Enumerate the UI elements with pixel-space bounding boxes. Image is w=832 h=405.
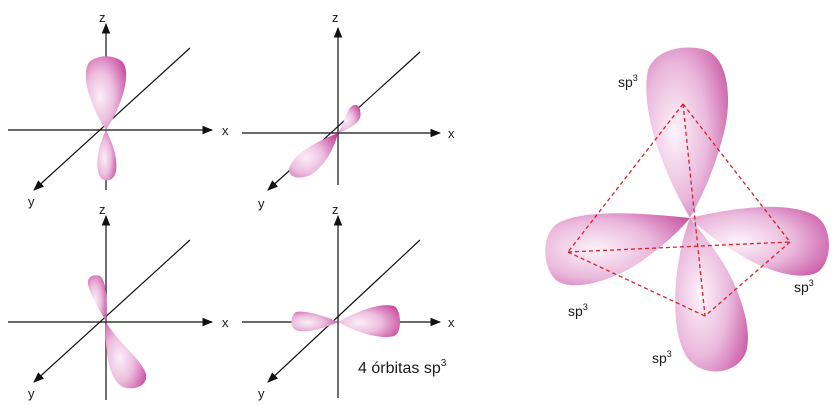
x-axis-label: x	[222, 315, 229, 330]
orbital-lobe-small	[338, 104, 361, 133]
z-axis-label: z	[332, 10, 339, 25]
z-axis-label: z	[99, 10, 106, 25]
orbital-panel-2: x z y	[242, 10, 455, 211]
orbital-lobe-large	[105, 322, 147, 389]
y-axis-label: y	[28, 194, 35, 209]
orbital-lobe-large	[289, 133, 338, 178]
orbital-lobe-large	[338, 305, 400, 338]
tetrahedron-edges	[567, 103, 791, 317]
orbital-panel-1: x z y	[8, 10, 229, 209]
hybrid-label-bottom: sp3	[652, 349, 672, 366]
orbital-panel-4: x z y	[242, 202, 455, 401]
sp3-tetrahedral-hybrid: sp3 sp3 sp3 sp3	[545, 47, 829, 372]
hybrid-lobe-right	[690, 206, 829, 276]
z-axis-label: z	[99, 202, 106, 217]
hybrid-lobe-bottom	[675, 218, 748, 372]
z-axis-label: z	[332, 202, 339, 217]
caption: 4 órbitas sp3	[358, 358, 447, 377]
hybrid-label-right: sp3	[794, 278, 814, 295]
orbital-lobe-small	[291, 311, 338, 332]
hybrid-lobe-top	[646, 47, 729, 219]
x-axis-label: x	[448, 126, 455, 141]
y-axis	[267, 239, 421, 383]
x-axis-label: x	[448, 315, 455, 330]
orbital-lobe-small	[87, 275, 107, 322]
hybrid-label-top: sp3	[618, 73, 638, 90]
x-axis-label: x	[222, 123, 229, 138]
y-axis	[33, 239, 191, 383]
caption-text: 4 órbitas sp	[358, 360, 441, 377]
caption-superscript: 3	[441, 358, 447, 369]
y-axis-label: y	[258, 386, 265, 401]
orbital-panel-3: x z y	[8, 202, 229, 401]
y-axis-label: y	[28, 386, 35, 401]
hybrid-label-left: sp3	[568, 302, 588, 319]
orbital-lobe-small	[97, 130, 117, 181]
orbital-lobe-large	[85, 56, 127, 130]
y-axis-label: y	[258, 196, 265, 211]
